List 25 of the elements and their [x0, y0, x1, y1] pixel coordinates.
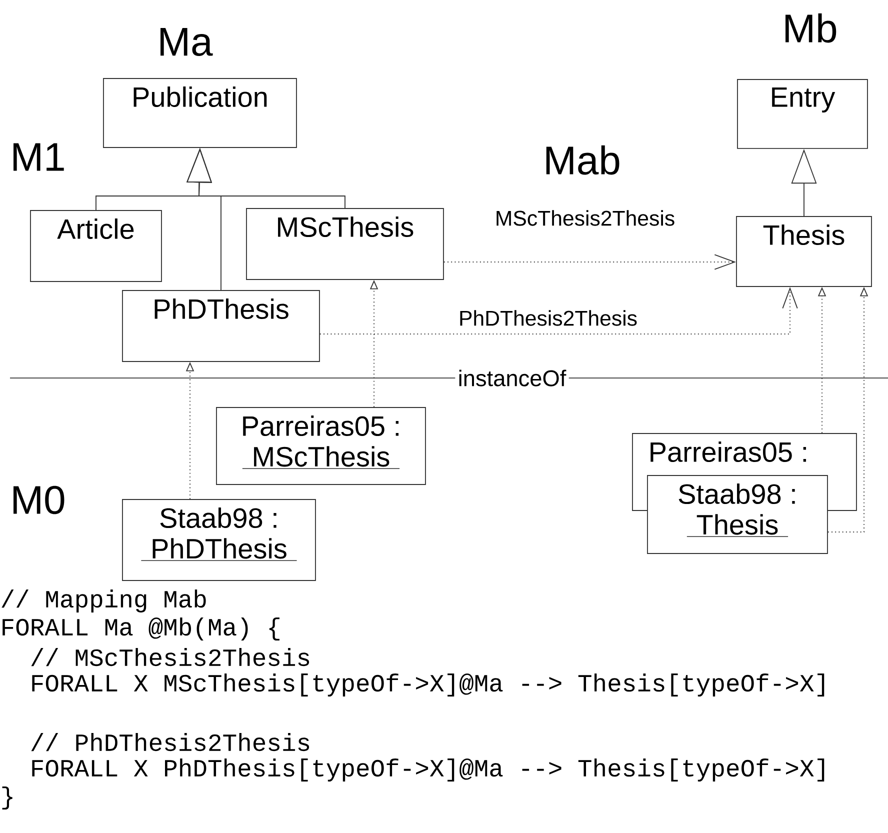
code-line: FORALL Ma @Mb(Ma) { [2, 618, 280, 640]
class-box: Thesis [736, 216, 872, 287]
arrow [443, 254, 736, 270]
class-box: Article [30, 210, 162, 282]
class-box: Publication [103, 78, 297, 148]
level-label: M1 [14, 143, 64, 171]
level-label: Mb [786, 13, 836, 43]
divider-label: instanceOf [455, 367, 569, 389]
edge-label: MScThesis2Thesis [494, 208, 676, 228]
object-box: Parreiras05 : MScThesis [216, 407, 426, 485]
code-line: // Mapping Mab [2, 590, 206, 612]
object-box: Staab98 : Thesis [647, 475, 828, 554]
class-box: Entry [737, 79, 868, 149]
object-box: Staab98 : PhDThesis [122, 499, 316, 581]
code-line: FORALL X MScThesis[typeOf->X]@Ma --> Thesis[typeOf->X] [32, 674, 824, 696]
edge-label: PhDThesis2Thesis [457, 308, 639, 328]
code-line: // MScThesis2Thesis [31, 648, 310, 666]
code-line: } [2, 786, 12, 810]
level-label: M0 [14, 486, 64, 514]
class-box: MScThesis [246, 208, 444, 280]
arrow [319, 286, 798, 334]
code-line: // PhDThesis2Thesis [31, 732, 310, 752]
class-box: PhDThesis [122, 290, 320, 362]
level-label: Mab [546, 145, 620, 175]
code-line: FORALL X PhDThesis[typeOf->X]@Ma --> Thesis[typeOf->X] [32, 758, 824, 782]
